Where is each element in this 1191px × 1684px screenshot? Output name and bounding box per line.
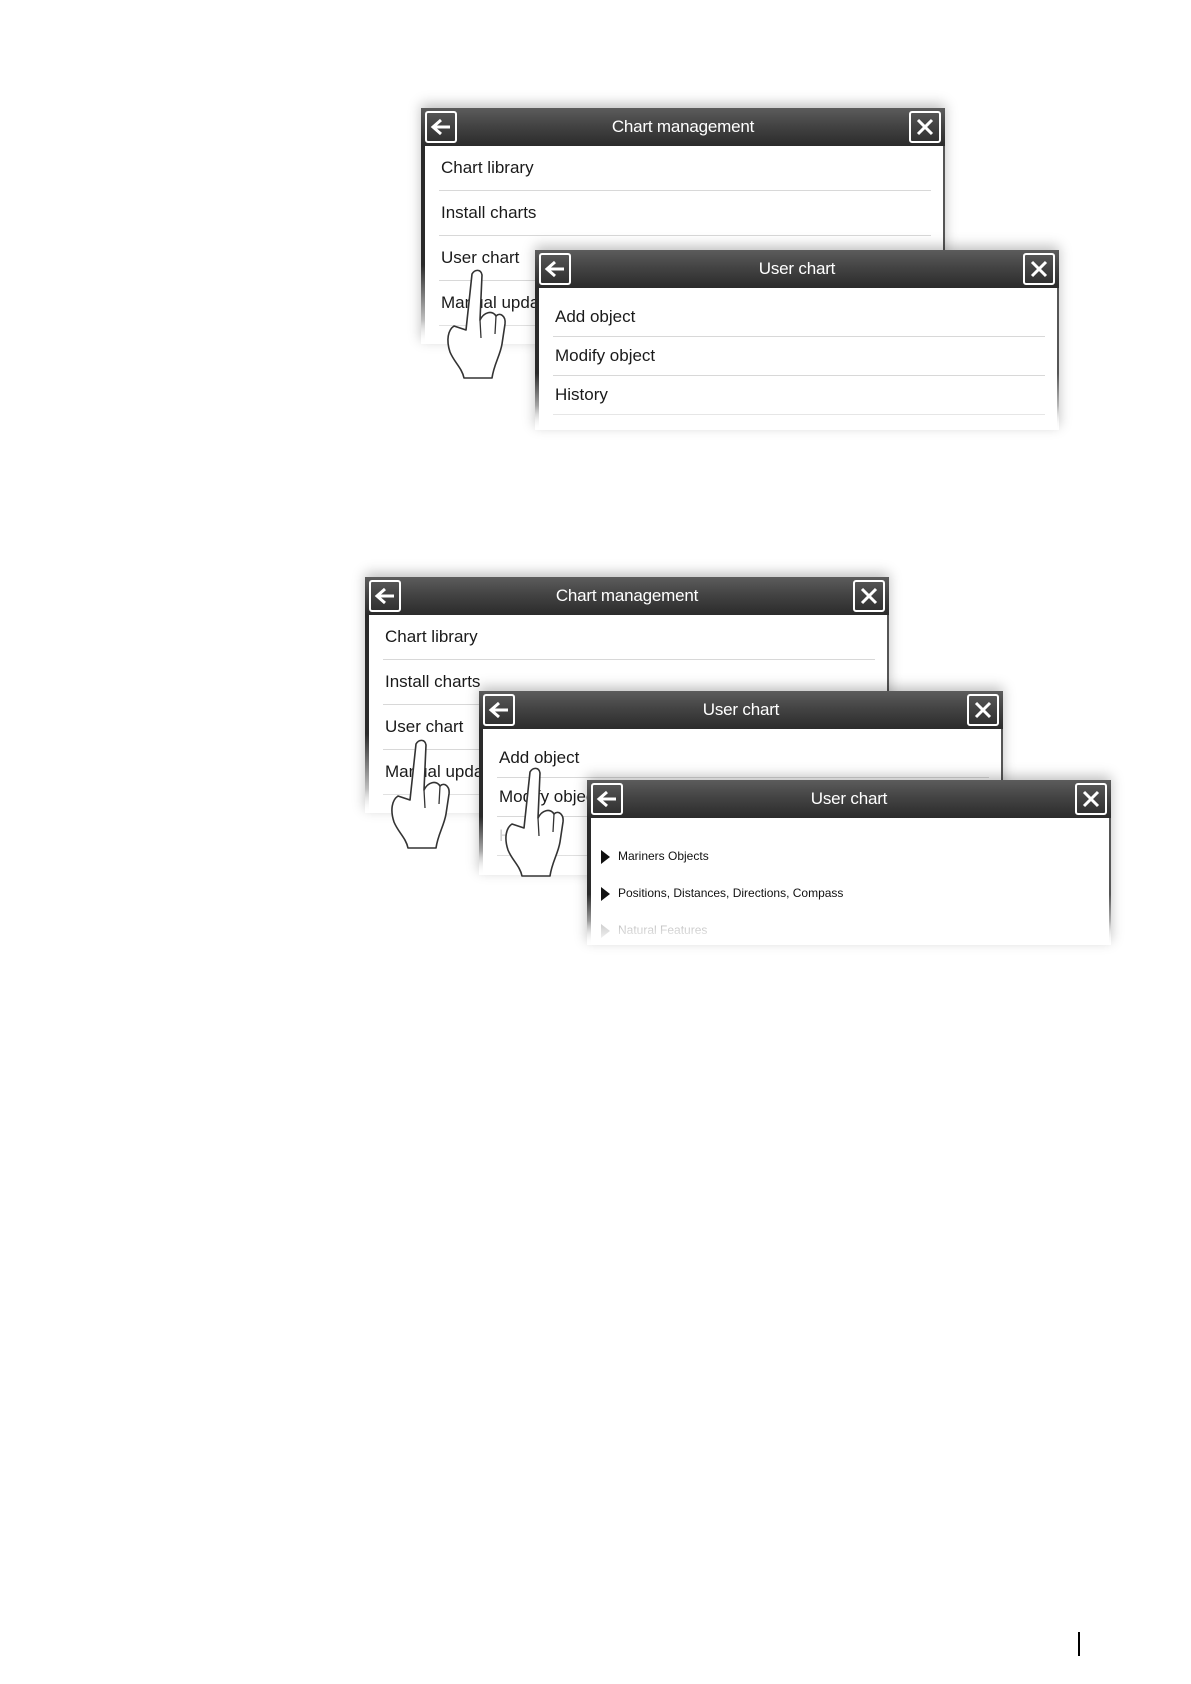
page-marker bbox=[1078, 1632, 1080, 1656]
back-button[interactable] bbox=[539, 253, 571, 285]
title-bar: User chart bbox=[535, 250, 1059, 288]
dialog-title: Chart management bbox=[611, 117, 755, 136]
back-arrow-icon bbox=[430, 118, 450, 136]
back-button[interactable] bbox=[483, 694, 515, 726]
frame-edge bbox=[1057, 288, 1059, 430]
tree-item-label: Mariners Objects bbox=[618, 849, 709, 863]
title-bar: Chart management bbox=[421, 108, 945, 146]
close-icon bbox=[1082, 790, 1100, 808]
menu-item-modify-object[interactable]: Modify object bbox=[553, 337, 1045, 376]
menu-list: Add object Modify object History bbox=[553, 288, 1045, 415]
close-icon bbox=[974, 701, 992, 719]
back-arrow-icon bbox=[488, 701, 508, 719]
pointing-hand-icon bbox=[391, 739, 450, 849]
frame-edge bbox=[943, 146, 945, 344]
tree-item-natural-features[interactable]: Natural Features bbox=[601, 912, 1097, 945]
back-arrow-icon bbox=[544, 260, 564, 278]
frame-edge bbox=[479, 729, 483, 875]
frame-edge bbox=[587, 818, 591, 945]
back-arrow-icon bbox=[596, 790, 616, 808]
frame-edge bbox=[535, 288, 539, 430]
menu-item-add-object[interactable]: Add object bbox=[553, 298, 1045, 337]
tree-item-positions[interactable]: Positions, Distances, Directions, Compas… bbox=[601, 875, 1097, 912]
back-button[interactable] bbox=[591, 783, 623, 815]
menu-item-install-charts[interactable]: Install charts bbox=[439, 191, 931, 236]
close-button[interactable] bbox=[853, 580, 885, 612]
frame-edge bbox=[1109, 818, 1111, 945]
tree-item-mariners-objects[interactable]: Mariners Objects bbox=[601, 838, 1097, 875]
menu-item-chart-library[interactable]: Chart library bbox=[439, 146, 931, 191]
pointing-hand-icon bbox=[505, 767, 564, 877]
pointing-hand-icon bbox=[447, 269, 506, 379]
close-button[interactable] bbox=[1023, 253, 1055, 285]
close-button[interactable] bbox=[909, 111, 941, 143]
back-button[interactable] bbox=[369, 580, 401, 612]
dialog-title: Chart management bbox=[555, 586, 699, 605]
dialog-title: User chart bbox=[810, 789, 888, 808]
title-bar: User chart bbox=[587, 780, 1111, 818]
user-chart-objects-dialog: User chart Mariners Objects Positions, D… bbox=[587, 780, 1111, 945]
menu-item-chart-library[interactable]: Chart library bbox=[383, 615, 875, 660]
frame-edge bbox=[365, 615, 369, 813]
user-chart-dialog: User chart Add object Modify object Hist… bbox=[535, 250, 1059, 430]
dialog-title: User chart bbox=[758, 259, 836, 278]
close-icon bbox=[860, 587, 878, 605]
close-icon bbox=[916, 118, 934, 136]
tree-item-label: Positions, Distances, Directions, Compas… bbox=[618, 886, 844, 900]
dialog-title: User chart bbox=[702, 700, 780, 719]
title-bar: User chart bbox=[479, 691, 1003, 729]
close-button[interactable] bbox=[967, 694, 999, 726]
frame-edge bbox=[421, 146, 425, 344]
menu-item-history[interactable]: History bbox=[553, 376, 1045, 415]
expand-triangle-icon bbox=[601, 886, 610, 901]
object-category-tree: Mariners Objects Positions, Distances, D… bbox=[601, 838, 1097, 945]
menu-item-add-object[interactable]: Add object bbox=[497, 739, 989, 778]
close-button[interactable] bbox=[1075, 783, 1107, 815]
back-button[interactable] bbox=[425, 111, 457, 143]
expand-triangle-icon bbox=[601, 849, 610, 864]
tree-item-label: Natural Features bbox=[618, 923, 708, 937]
title-bar: Chart management bbox=[365, 577, 889, 615]
expand-triangle-icon bbox=[601, 923, 610, 938]
back-arrow-icon bbox=[374, 587, 394, 605]
close-icon bbox=[1030, 260, 1048, 278]
